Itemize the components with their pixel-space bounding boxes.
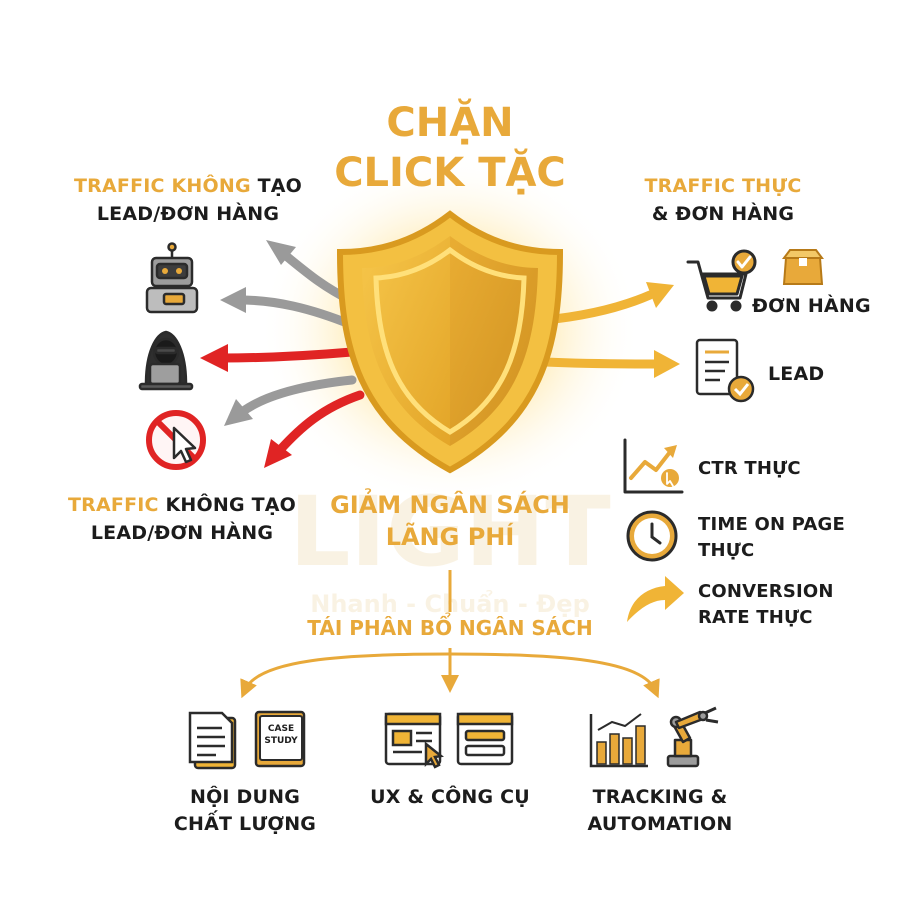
arrow-red-2 [275,390,365,455]
document-icon [188,711,237,770]
arrow-gray-2-head [220,287,246,313]
label-reallocate-budget: TÁI PHÂN BỔ NGÂN SÁCH [307,616,593,640]
label-right-top-line2: & ĐƠN HÀNG [651,203,795,225]
label-left-top-line2: LEAD/ĐƠN HÀNG [96,203,280,225]
connector-left [240,652,451,699]
label-time-on-page: TIME ON PAGE THỰC [698,512,845,564]
label-content-line1: NỘI DUNG [189,786,301,808]
label-right-top: TRAFFIC THỰC & ĐƠN HÀNG [608,172,838,228]
title-line2: CLICK TẶC [334,150,566,196]
label-left-bottom-highlight: TRAFFIC [68,494,159,516]
arrow-gray-3 [237,375,357,417]
label-reduce-waste: GIẢM NGÂN SÁCH LÃNG PHÍ [300,489,600,553]
robot-arm-icon [666,706,719,768]
ux-window-icon [384,712,444,769]
conversion-arrow-icon [627,576,684,622]
label-content-line2: CHẤT LƯỢNG [173,813,317,835]
arrow-red-2-head [264,439,292,468]
arrow-gray-2 [235,295,357,330]
hacker-icon [138,330,194,391]
bar-chart-icon [589,713,648,768]
arrow-gray-1-head [266,240,296,265]
case-study-line2: STUDY [264,736,298,746]
label-left-top: TRAFFIC KHÔNG TẠO LEAD/ĐƠN HÀNG [48,172,328,228]
label-time-line2: THỰC [698,540,755,561]
clock-icon [626,510,678,562]
title-line1: CHẶN [386,100,514,146]
arrow-gold-2-head [654,350,680,378]
box-icon [782,249,824,285]
label-reduce-line2: LÃNG PHÍ [385,523,515,551]
left-arrows [200,240,365,468]
arrow-gray-3-head [224,399,253,426]
arrow-red-1-head [200,344,228,372]
label-conv-line2: RATE THỰC [698,607,813,628]
label-left-top-highlight: TRAFFIC KHÔNG [74,175,251,197]
label-lead: LEAD [768,363,825,385]
label-left-bottom: TRAFFIC KHÔNG TẠO LEAD/ĐƠN HÀNG [42,491,322,547]
label-ux-tools: UX & CÔNG CỤ [370,786,530,808]
no-click-icon [146,410,206,470]
arrow-red-1 [217,347,357,363]
budget-connectors [240,570,660,699]
label-left-bottom-line2: LEAD/ĐƠN HÀNG [90,522,274,544]
label-quality-content: NỘI DUNG CHẤT LƯỢNG [150,784,340,838]
label-conv-line1: CONVERSION [698,581,834,602]
label-tracking-automation: TRACKING & AUTOMATION [560,784,760,838]
label-tracking-line2: AUTOMATION [587,813,733,835]
label-ctr: CTR THỰC [698,458,801,479]
label-left-bottom-rest: KHÔNG TẠO [158,494,296,516]
label-reduce-line1: GIẢM NGÂN SÁCH [330,491,570,519]
connector-right [449,652,660,699]
arrow-gold-2 [540,357,660,369]
tools-window-icon [456,712,514,766]
label-right-top-line1: TRAFFIC THỰC [644,175,802,197]
case-study-line1: CASE [268,724,294,734]
robot-icon [145,242,199,314]
lead-document-icon [695,338,755,403]
label-order: ĐƠN HÀNG [752,295,871,317]
label-time-line1: TIME ON PAGE [698,514,846,535]
label-tracking-line1: TRACKING & [592,786,728,808]
cart-icon [686,249,757,312]
arrow-gold-1-head [646,282,674,308]
shield-icon [336,210,564,474]
label-conversion-rate: CONVERSION RATE THỰC [698,579,834,631]
page-title: CHẶN CLICK TẶC [250,98,650,198]
ctr-chart-icon [623,438,684,494]
label-left-top-rest: TẠO [250,175,302,197]
case-study-book-icon: CASE STUDY [254,710,306,768]
